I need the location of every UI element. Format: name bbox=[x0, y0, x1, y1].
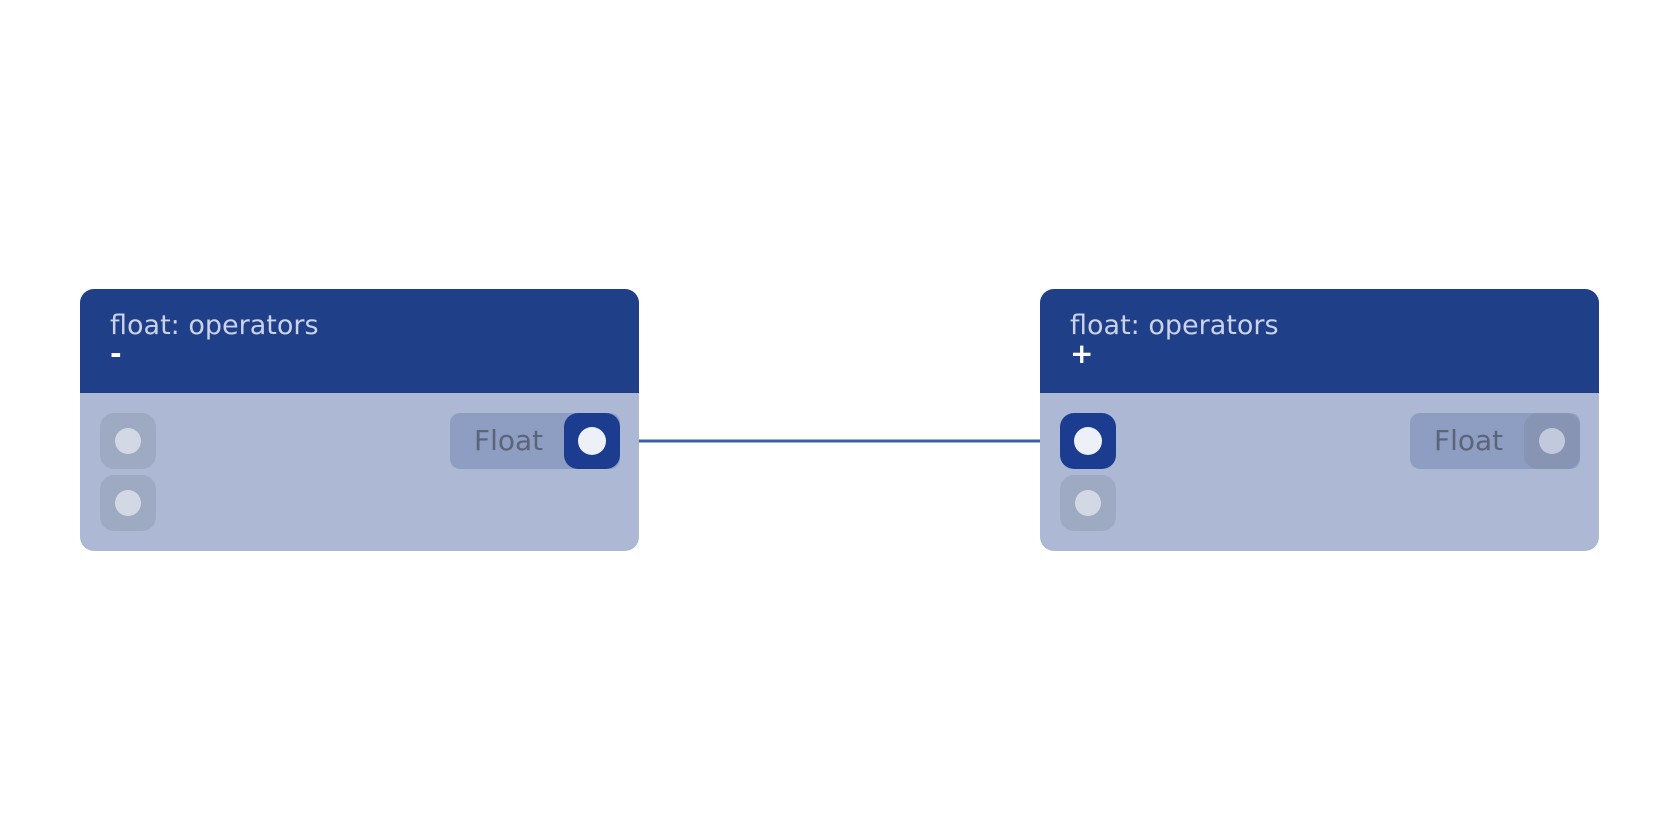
socket-dot-icon bbox=[578, 427, 606, 455]
node-header[interactable]: float: operators - bbox=[80, 289, 639, 393]
output-socket[interactable] bbox=[564, 413, 620, 469]
socket-dot-icon bbox=[1074, 427, 1102, 455]
socket-dot-icon bbox=[1539, 428, 1565, 454]
socket-dot-icon bbox=[115, 490, 141, 516]
output-port[interactable]: Float bbox=[450, 413, 620, 469]
socket-dot-icon bbox=[1075, 490, 1101, 516]
input-socket-2[interactable] bbox=[1060, 475, 1116, 531]
input-socket-1[interactable] bbox=[1060, 413, 1116, 469]
node-float-operators-subtract[interactable]: float: operators - Float bbox=[80, 289, 639, 551]
input-socket-1[interactable] bbox=[100, 413, 156, 469]
node-title: float: operators bbox=[110, 310, 319, 341]
output-label: Float bbox=[474, 424, 544, 457]
node-operator: - bbox=[110, 337, 122, 370]
node-operator: + bbox=[1070, 337, 1094, 370]
node-float-operators-add[interactable]: float: operators + Float bbox=[1040, 289, 1599, 551]
output-port[interactable]: Float bbox=[1410, 413, 1580, 469]
output-socket[interactable] bbox=[1524, 413, 1580, 469]
node-title: float: operators bbox=[1070, 310, 1279, 341]
input-socket-2[interactable] bbox=[100, 475, 156, 531]
socket-dot-icon bbox=[115, 428, 141, 454]
output-label: Float bbox=[1434, 424, 1504, 457]
node-header[interactable]: float: operators + bbox=[1040, 289, 1599, 393]
